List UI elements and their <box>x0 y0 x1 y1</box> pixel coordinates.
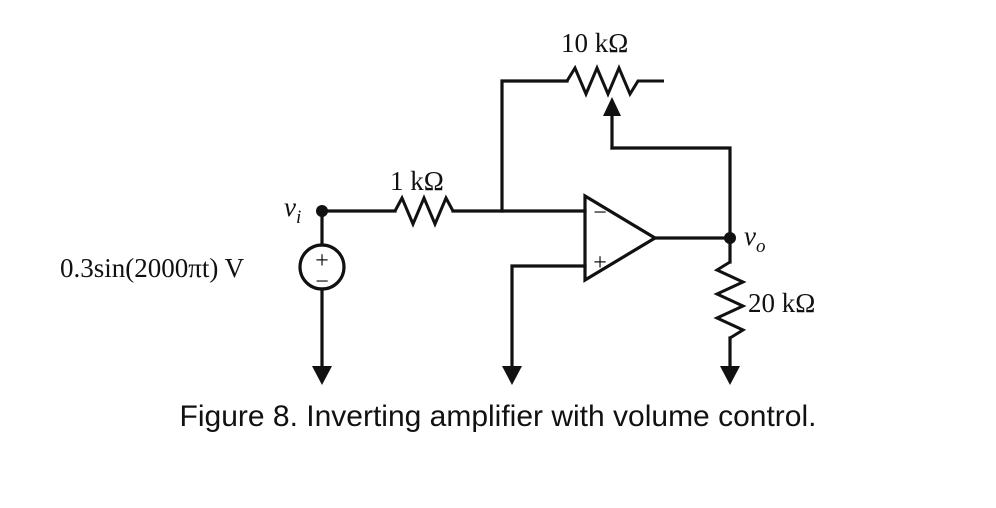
label-source-value: 0.3sin(2000πt) V <box>60 253 245 283</box>
opamp-symbol <box>583 193 659 283</box>
label-node-vi: vi <box>284 192 301 228</box>
wire-wiper-to-vo <box>610 146 732 240</box>
label-feedback-pot: 10 kΩ <box>561 28 628 58</box>
ground-icon-load <box>720 366 740 385</box>
resistor-1k-symbol <box>393 194 455 228</box>
source-plus-sign: + <box>315 248 329 274</box>
label-node-vo: vo <box>744 221 765 257</box>
ground-icon-opamp <box>502 366 522 385</box>
label-load-resistor: 20 kΩ <box>748 288 815 318</box>
wire-noninverting-to-ground <box>510 264 587 370</box>
potentiometer-10k-symbol <box>565 64 664 98</box>
opamp-noninverting-label: + <box>593 250 607 276</box>
figure-caption: Figure 8. Inverting amplifier with volum… <box>179 400 817 433</box>
opamp-inverting-label: − <box>593 200 607 226</box>
wiper-arrow-icon <box>603 97 621 116</box>
label-series-resistor: 1 kΩ <box>390 166 444 196</box>
source-minus-sign: − <box>315 269 329 295</box>
wire-inverting-node-to-pot-left <box>500 79 569 213</box>
resistor-20k-symbol <box>713 260 747 340</box>
ground-icon-source <box>312 366 332 385</box>
